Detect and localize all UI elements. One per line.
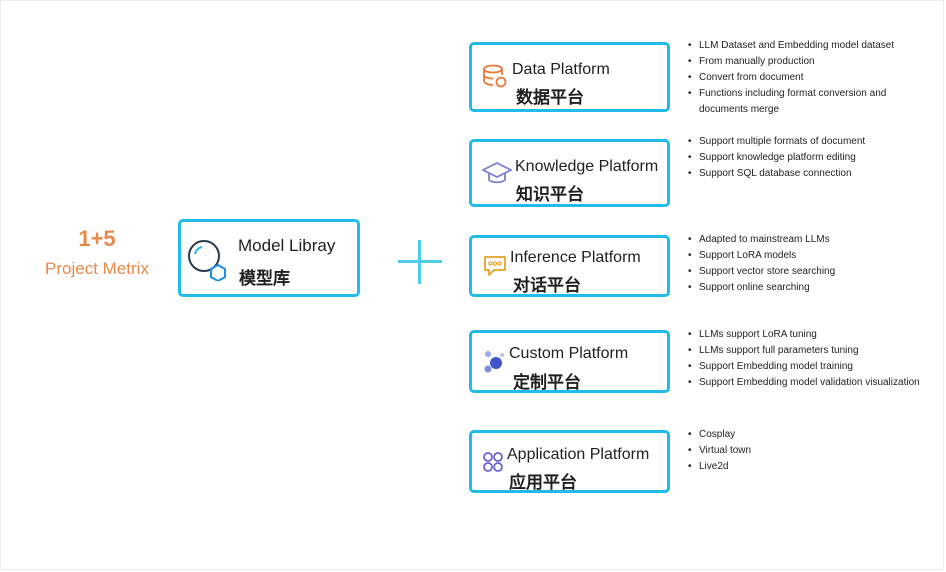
molecule-icon [482,349,506,380]
project-count: 1+5 [78,226,116,251]
feature-item: Functions including format conversion an… [688,86,905,118]
platform-data-subtitle: 数据平台 [516,88,584,107]
data-platform-features: LLM Dataset and Embedding model dataset … [688,38,905,118]
feature-item: LLMs support full parameters tuning [688,343,920,359]
platform-custom-subtitle: 定制平台 [513,373,581,392]
feature-item: Convert from document [688,70,905,86]
platform-custom-title: Custom Platform [509,345,629,362]
feature-item: Support online searching [688,280,835,296]
platform-data-title: Data Platform [512,61,610,78]
application-platform-features: Cosplay Virtual town Live2d [688,427,751,475]
feature-item: From manually production [688,54,905,70]
feature-item: Support Embedding model training [688,359,920,375]
feature-item: Adapted to mainstream LLMs [688,232,835,248]
platform-custom-box: Custom Platform 定制平台 [469,330,670,393]
magnifier-hexagon-icon [185,237,229,286]
feature-item: LLM Dataset and Embedding model dataset [688,38,905,54]
feature-item: Cosplay [688,427,751,443]
platform-knowledge-subtitle: 知识平台 [516,185,584,204]
database-icon [482,64,508,93]
feature-item: LLMs support LoRA tuning [688,327,920,343]
project-label: 1+5 Project Metrix [22,226,172,280]
platform-inference-subtitle: 对话平台 [513,276,581,295]
graduation-cap-icon [480,161,514,190]
platform-application-title: Application Platform [507,446,650,463]
project-name: Project Metrix [45,259,149,278]
platform-inference-box: Inference Platform 对话平台 [469,235,670,297]
platform-knowledge-box: Knowledge Platform 知识平台 [469,139,670,207]
model-library-subtitle: 模型库 [239,269,290,288]
custom-platform-features: LLMs support LoRA tuning LLMs support fu… [688,327,920,391]
platform-application-subtitle: 应用平台 [509,473,577,492]
knowledge-platform-features: Support multiple formats of document Sup… [688,134,865,182]
feature-item: Support vector store searching [688,264,835,280]
four-circles-icon [482,451,504,478]
platform-data-box: Data Platform 数据平台 [469,42,670,112]
feature-item: Support Embedding model validation visua… [688,375,920,391]
feature-item: Support multiple formats of document [688,134,865,150]
feature-item: Support SQL database connection [688,166,865,182]
plus-sign [398,240,442,284]
platform-application-box: Application Platform 应用平台 [469,430,670,493]
model-library-box: Model Libray 模型库 [178,219,360,297]
platform-knowledge-title: Knowledge Platform [515,158,659,175]
model-library-title: Model Libray [238,236,336,255]
feature-item: Support knowledge platform editing [688,150,865,166]
chat-bubble-icon [482,254,508,283]
platform-inference-title: Inference Platform [510,249,641,266]
feature-item: Support LoRA models [688,248,835,264]
feature-item: Virtual town [688,443,751,459]
feature-item: Live2d [688,459,751,475]
inference-platform-features: Adapted to mainstream LLMs Support LoRA … [688,232,835,296]
